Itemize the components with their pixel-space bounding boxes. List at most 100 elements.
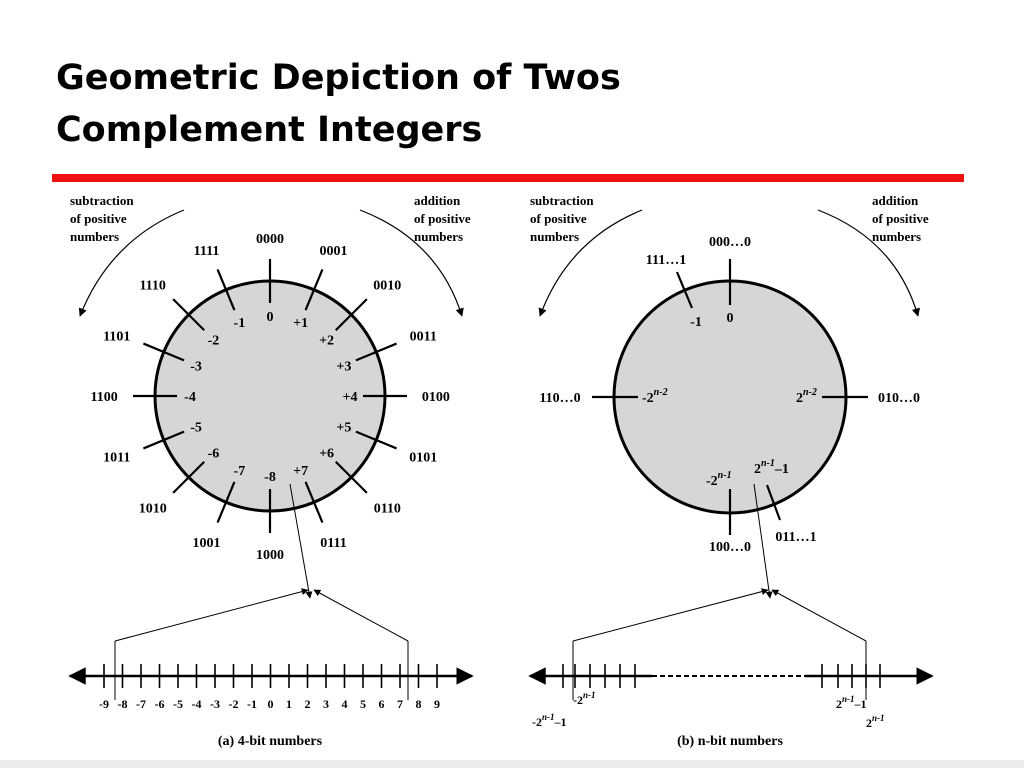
subtraction-label-b: subtraction of positive numbers [530,193,594,244]
pattern-bottom-b: 100…0 [709,540,751,555]
number-line-a-label: 8 [416,697,422,711]
integer-value-label: -7 [234,464,246,479]
title-divider [52,174,964,182]
value-right-b: 2n-2 [796,387,817,406]
integer-value-label: +6 [319,447,334,462]
integer-value-label: -3 [190,359,202,374]
subtraction-label-line: of positive [70,211,127,226]
circle-a-tick [304,269,324,311]
diagram-a: subtraction of positive numbers addition… [68,193,474,749]
number-line-a-label: -9 [99,697,109,711]
circle-a-tick [355,342,397,362]
bit-pattern-label: 0010 [373,278,401,293]
bit-pattern-label: 0100 [422,390,450,405]
line-label-plus-b: 2n-1 [866,713,885,730]
number-line-a-label: -6 [155,697,165,711]
bit-pattern-label: 0011 [410,330,437,345]
integer-value-label: 0 [267,310,274,325]
addition-label-line: numbers [414,229,463,244]
number-line-a-label: 9 [434,697,440,711]
number-line-a-label: 3 [323,697,329,711]
pattern-right-b: 010…0 [878,391,920,406]
integer-value-label: -5 [190,421,202,436]
circle-a-tick [355,430,397,450]
bit-pattern-label: 1010 [139,502,167,517]
line-label-minus-b: -2n-1 [573,690,596,707]
integer-value-label: +7 [293,464,308,479]
value-zero-b: 0 [727,311,734,326]
pattern-minus-one-b: 111…1 [646,253,686,268]
number-line-a-label: 7 [397,697,403,711]
bit-pattern-label: 1001 [193,536,221,551]
addition-label-b: addition of positive numbers [872,193,929,244]
addition-arrow-b [817,209,920,317]
line-label-max-b: 2n-1–1 [836,694,867,711]
addition-label-line: of positive [414,211,471,226]
circle-a-tick [143,342,185,362]
integer-value-label: -8 [264,470,276,485]
integer-value-label: -6 [208,447,220,462]
subtraction-label-line: subtraction [70,193,134,208]
subtraction-arrow-a [78,209,185,317]
circle-a-tick [216,269,236,311]
number-line-a-label: 5 [360,697,366,711]
integer-value-label: +3 [336,359,351,374]
circle-a-tick [172,298,206,332]
bit-pattern-label: 0101 [409,450,437,465]
number-line-b [528,664,934,688]
subtraction-arrow-b [538,209,643,317]
number-line-a-label: -7 [136,697,146,711]
caption-b: (b) n-bit numbers [677,734,783,749]
value-minus-one-b: -1 [690,315,702,330]
number-line-a-label: 4 [342,697,348,711]
circle-a-tick [172,460,206,494]
integer-value-label: -4 [184,390,196,405]
number-line-a-label: -5 [173,697,183,711]
bit-pattern-label: 1011 [103,450,130,465]
number-line-a-label: -1 [247,697,257,711]
pattern-top-b: 000…0 [709,235,751,250]
slide-footer-band [0,760,1024,768]
addition-label-line: addition [414,193,461,208]
subtraction-label-line: subtraction [530,193,594,208]
bit-pattern-label: 1110 [139,278,165,293]
bit-pattern-label: 1101 [103,330,130,345]
bit-pattern-label: 0001 [319,244,347,259]
bit-pattern-label: 0000 [256,232,284,247]
circle-a-tick [304,481,324,523]
number-line-a-label: -8 [118,697,128,711]
addition-label-line: of positive [872,211,929,226]
number-line-a-label: 6 [379,697,385,711]
circle-a-tick [143,430,185,450]
integer-value-label: +5 [336,421,351,436]
bit-pattern-label: 0111 [320,536,346,551]
subtraction-label-a: subtraction of positive numbers [70,193,134,244]
addition-label-line: addition [872,193,919,208]
circle-a-tick [334,298,368,332]
circle-a-tick [334,460,368,494]
bit-pattern-label: 1111 [194,244,220,259]
number-line-a-label: -2 [229,697,239,711]
line-label-minus1-b: -2n-1–1 [532,712,567,729]
integer-value-label: -2 [208,333,220,348]
number-line-a-label: 2 [305,697,311,711]
diagram-b: subtraction of positive numbers addition… [528,193,934,749]
value-left-b: -2n-2 [642,387,668,406]
caption-a: (a) 4-bit numbers [218,734,323,749]
subtraction-label-line: numbers [530,229,579,244]
pattern-bottom-right-b: 011…1 [775,530,816,545]
bit-pattern-label: 0110 [374,502,401,517]
bit-pattern-label: 1100 [90,390,117,405]
addition-arrow-a [359,209,464,317]
slide-title: Geometric Depiction of Twos Complement I… [56,52,956,156]
bit-pattern-label: 1000 [256,548,284,563]
integer-value-label: +4 [343,390,358,405]
title-line-2: Complement Integers [56,110,483,150]
addition-label-line: numbers [872,229,921,244]
value-min-b: -2n-1 [706,470,732,489]
pattern-left-b: 110…0 [539,391,580,406]
integer-value-label: +1 [293,316,308,331]
